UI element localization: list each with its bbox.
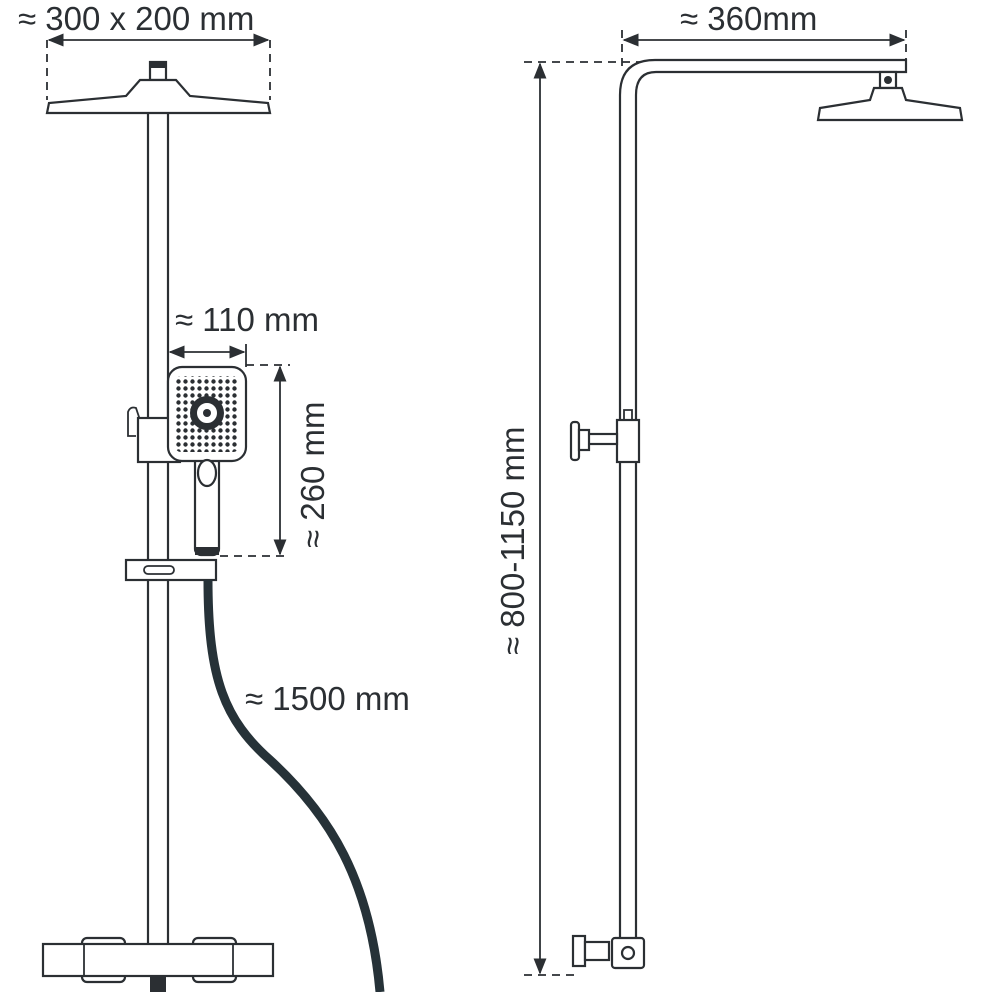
shower-riser-arm <box>618 58 908 942</box>
hand-shower-holder-side <box>569 409 641 464</box>
hand-shower <box>166 365 248 557</box>
hand-shower-width-label: ≈ 110 mm <box>175 301 319 338</box>
front-view: ≈ 300 x 200 mm <box>18 0 410 992</box>
rain-shower-head <box>45 60 272 115</box>
hand-shower-length-label: ≈ 260 mm <box>294 402 331 549</box>
hose-slider-shelf <box>124 558 218 582</box>
rain-head-size-label: ≈ 300 x 200 mm <box>18 0 254 37</box>
wall-connector <box>571 934 646 970</box>
height-range-label: ≈ 800-1150 mm <box>494 427 531 655</box>
shower-hose <box>203 579 385 992</box>
hose-length-label: ≈ 1500 mm <box>245 680 410 717</box>
rain-shower-head-side <box>816 70 964 122</box>
shower-riser-pole <box>146 108 170 952</box>
side-view: ≈ 800-1150 mm ≈ 360mm <box>494 0 964 976</box>
arm-reach-label: ≈ 360mm <box>680 0 817 37</box>
thermostat-mixer <box>41 936 275 992</box>
